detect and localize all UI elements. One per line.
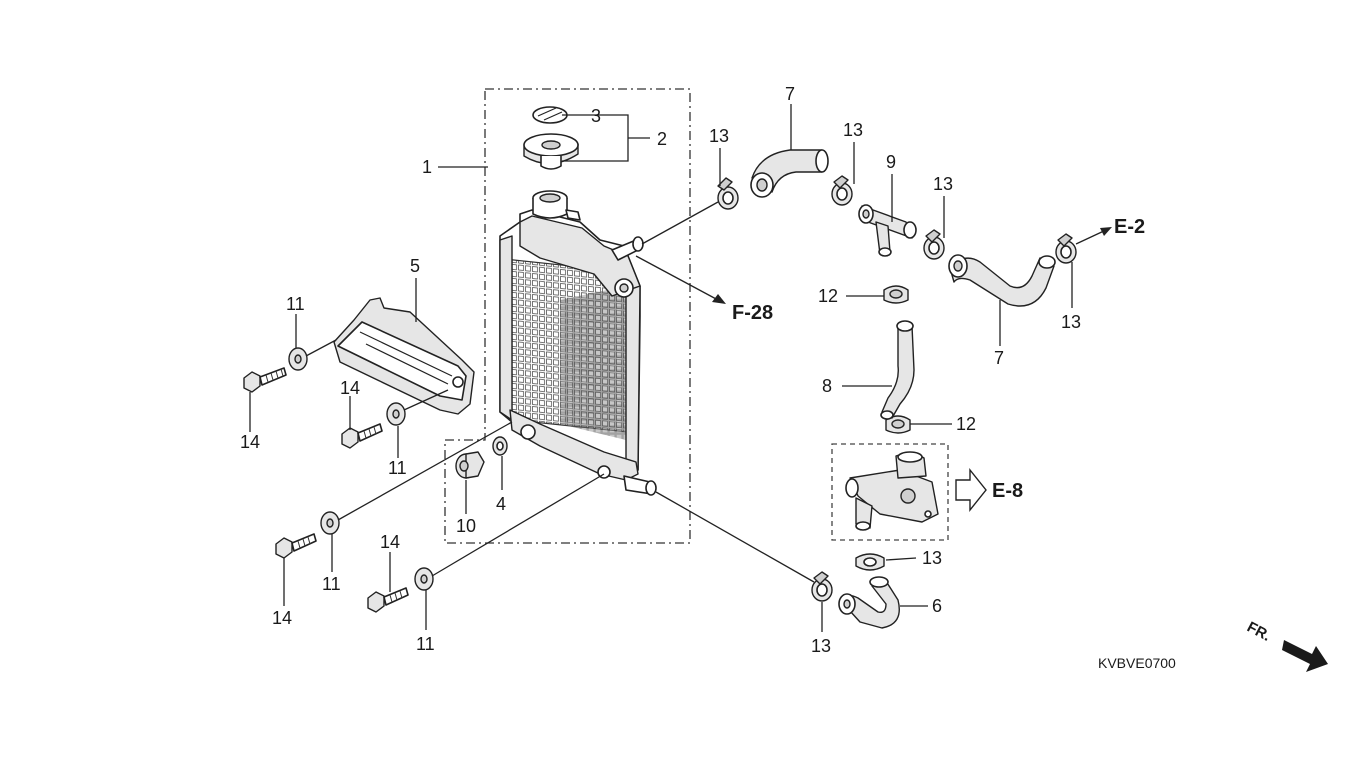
- radiator-cap: [523, 133, 579, 170]
- label-part-14-mid: 14: [340, 378, 360, 398]
- bolt-upper-left: [243, 367, 287, 393]
- label-part-4: 4: [496, 494, 506, 514]
- label-part-13-right: 13: [1061, 312, 1081, 332]
- e8-arrow: [955, 468, 987, 512]
- front-arrow-icon: [1282, 640, 1328, 672]
- label-part-13-right-mid: 13: [933, 174, 953, 194]
- diagram-code: KVBVE0700: [1098, 655, 1176, 671]
- assembly-boundary: [444, 88, 691, 544]
- label-part-2: 2: [657, 129, 667, 149]
- radiator-shroud: [333, 297, 475, 415]
- bypass-hose: [880, 320, 915, 420]
- label-part-14-lower: 14: [380, 532, 400, 552]
- upper-hose-right: [948, 254, 1056, 307]
- cap-seal: [532, 106, 568, 124]
- label-part-11-lower: 11: [416, 634, 435, 654]
- bolt-lower: [367, 587, 409, 613]
- front-label: FR.: [1244, 619, 1273, 645]
- ref-f28: F-28: [732, 302, 773, 324]
- front-direction-indicator: FR.: [1244, 619, 1328, 672]
- bolt-middle: [341, 423, 383, 449]
- label-part-12-lower: 12: [956, 414, 976, 434]
- label-part-11-mid: 11: [388, 458, 407, 478]
- label-part-14-upper: 14: [240, 432, 260, 452]
- label-part-14-lower-left: 14: [272, 608, 292, 628]
- hose-clamps: [717, 175, 1077, 602]
- drain-washer: [492, 436, 508, 456]
- radiator-core: [499, 190, 657, 496]
- washers: [288, 347, 434, 591]
- part-labels: 1 3 2 5 11 14 14 11 10 4 14 11 14 11 13 …: [240, 84, 1081, 656]
- upper-hose-left: [750, 149, 829, 198]
- label-part-13-bottom: 13: [811, 636, 831, 656]
- label-part-5: 5: [410, 256, 420, 276]
- label-part-7-upper: 7: [785, 84, 795, 104]
- joint-fitting: [858, 204, 917, 257]
- label-part-13-thermostat: 13: [922, 548, 942, 568]
- lower-hose: [838, 576, 900, 629]
- ref-e2: E-2: [1114, 216, 1145, 238]
- label-part-8: 8: [822, 376, 832, 396]
- label-part-13-top-left: 13: [709, 126, 729, 146]
- drain-bolt: [455, 451, 485, 479]
- bolt-lower-left: [275, 533, 317, 559]
- label-part-1: 1: [422, 157, 432, 177]
- label-part-11-upper: 11: [286, 294, 305, 314]
- label-part-3: 3: [591, 106, 601, 126]
- ref-e8: E-8: [992, 480, 1023, 502]
- label-part-6: 6: [932, 596, 942, 616]
- leader-lines: [249, 104, 1112, 632]
- label-part-13-mid: 13: [843, 120, 863, 140]
- reference-labels: F-28 E-2 E-8: [732, 216, 1145, 502]
- label-part-10: 10: [456, 516, 476, 536]
- label-part-7-lower: 7: [994, 348, 1004, 368]
- label-part-9: 9: [886, 152, 896, 172]
- label-part-12-upper: 12: [818, 286, 838, 306]
- thermostat-group: [831, 443, 949, 541]
- label-part-11-lower-left: 11: [322, 574, 341, 594]
